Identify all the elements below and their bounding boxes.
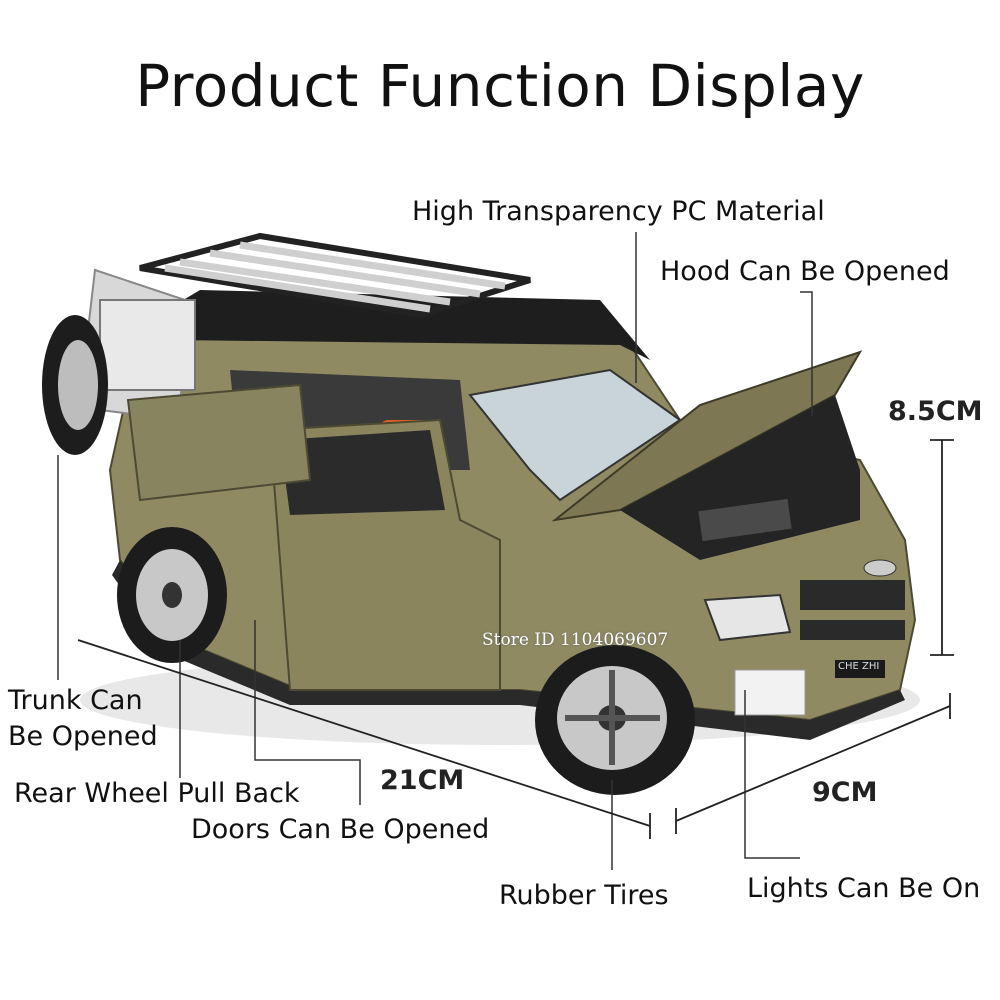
roof-rack [139,232,531,319]
callout-lines [57,232,813,870]
label-trunk-line1: Trunk Can [8,685,143,716]
dimension-length: 21CM [380,765,465,796]
toy-car-model [42,232,920,795]
dimension-height: 8.5CM [888,396,983,427]
label-rear-wheel: Rear Wheel Pull Back [14,778,300,809]
label-pc-material: High Transparency PC Material [412,196,825,227]
label-tires: Rubber Tires [499,880,669,911]
label-hood: Hood Can Be Opened [660,256,950,287]
label-lights: Lights Can Be On [747,873,981,904]
store-watermark: Store ID 1104069607 [482,630,669,650]
label-trunk: Trunk Can Be Opened [8,683,158,755]
label-doors: Doors Can Be Opened [191,814,490,845]
license-plate: CHE ZHI [838,661,880,672]
spare-wheel [42,315,108,455]
dimension-width: 9CM [812,777,878,808]
rear-wheel [117,527,227,663]
dimension-lines [77,439,954,839]
front-wheel [535,645,695,795]
page-title: Product Function Display [135,52,865,120]
label-trunk-line2: Be Opened [8,721,158,752]
